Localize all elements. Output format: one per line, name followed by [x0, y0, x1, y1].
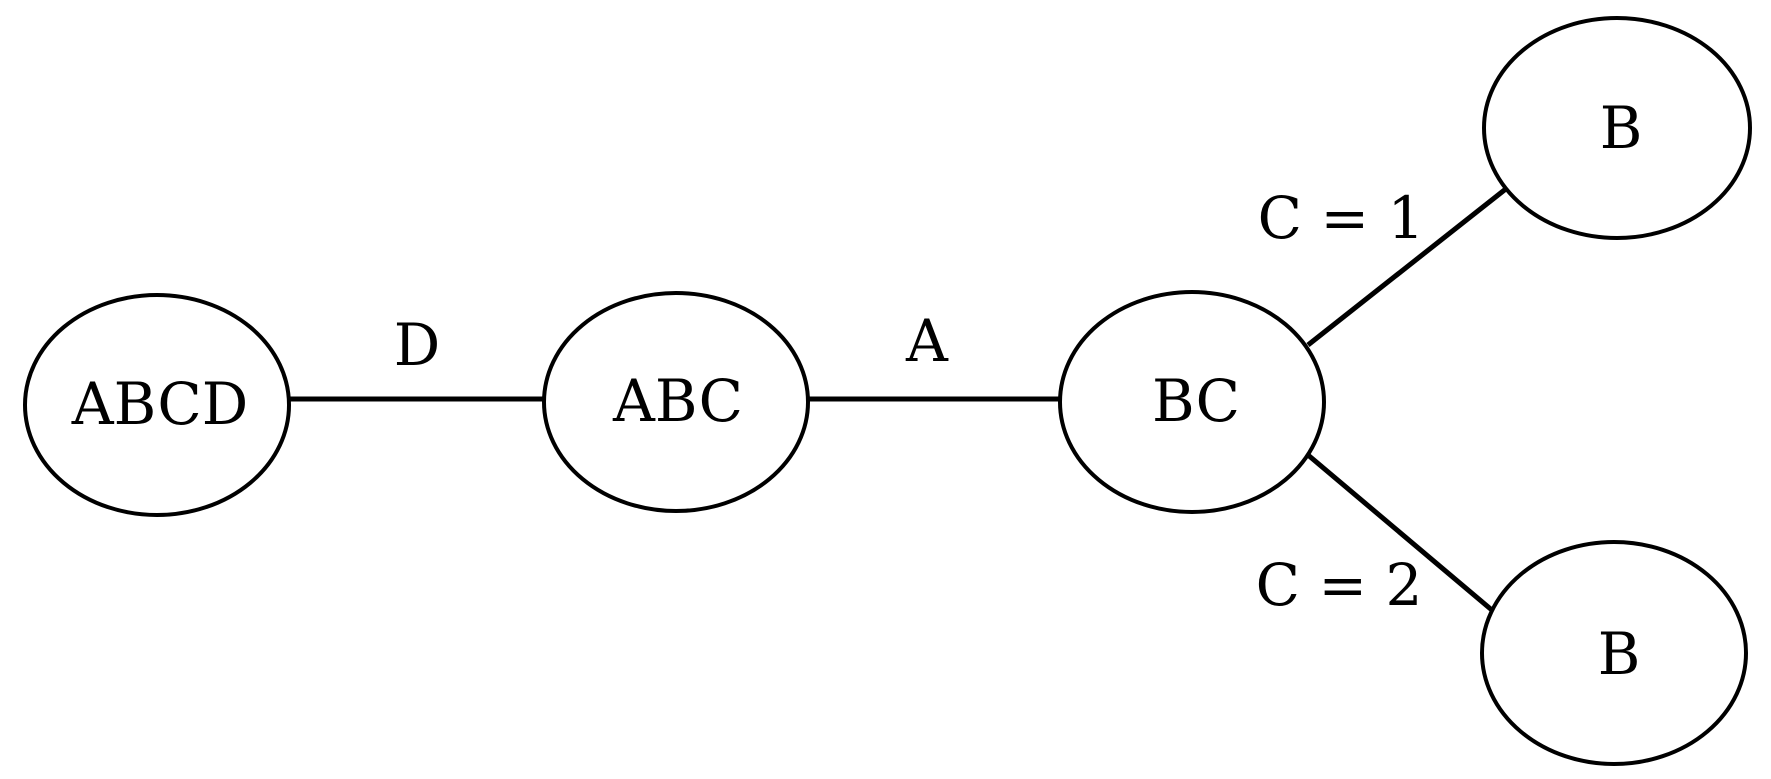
- node-bc: BC: [1058, 290, 1326, 514]
- node-b-bottom-shape: [1480, 540, 1748, 766]
- node-b-top: B: [1482, 16, 1752, 240]
- node-abcd-label: ABCD: [71, 370, 248, 438]
- edge-label-d: D: [394, 311, 441, 379]
- node-b-top-shape: [1482, 16, 1752, 240]
- node-bc-shape: [1058, 290, 1326, 514]
- node-abc-label: ABC: [612, 367, 743, 435]
- edge-label-c-1: C = 1: [1258, 184, 1425, 252]
- edge-labels: D A C = 1 C = 2: [394, 184, 1425, 619]
- node-abcd-shape: [23, 293, 291, 517]
- node-b-bottom: B: [1480, 540, 1748, 766]
- edge-bc-b-bottom: [1306, 453, 1495, 613]
- edges: [290, 186, 1509, 613]
- node-b-bottom-label: B: [1598, 620, 1641, 688]
- node-abc-shape: [542, 291, 810, 513]
- edge-bc-b-top: [1306, 186, 1509, 347]
- node-abcd: ABCD: [23, 293, 291, 517]
- edge-label-a: A: [905, 307, 949, 375]
- node-bc-label: BC: [1152, 367, 1240, 435]
- edge-label-c-2: C = 2: [1256, 551, 1423, 619]
- node-abc: ABC: [542, 291, 810, 513]
- node-b-top-label: B: [1600, 94, 1643, 162]
